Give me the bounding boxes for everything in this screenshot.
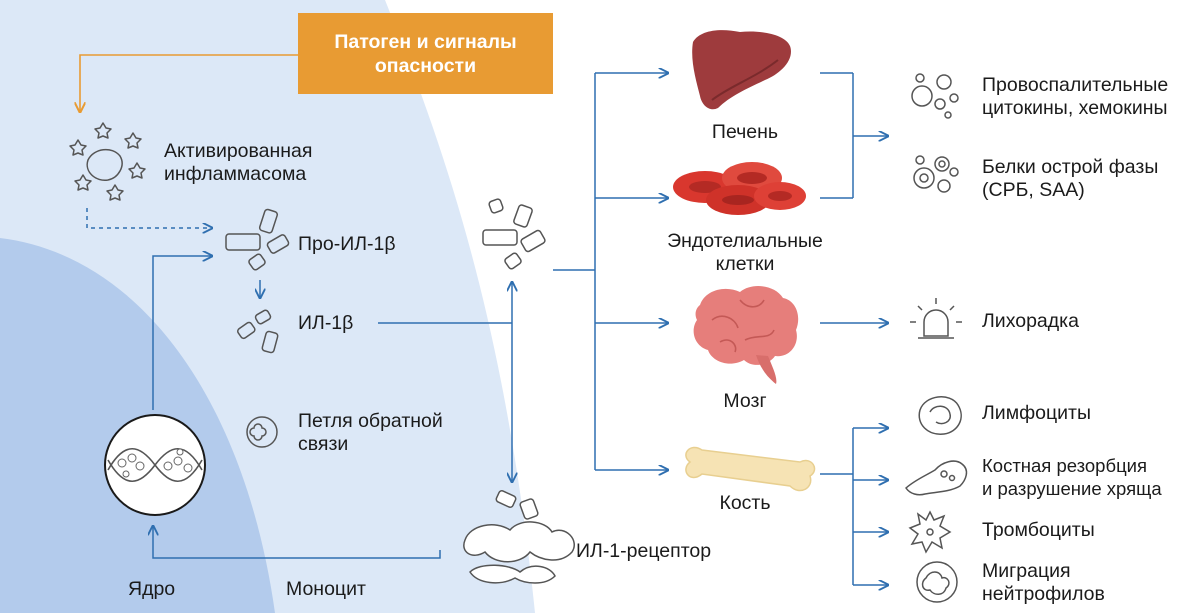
bone-resorption-label: Костная резорбция и разрушение хряща — [982, 454, 1162, 500]
fever-alarm-icon — [910, 298, 962, 339]
dashed-arrow — [86, 208, 212, 228]
feedback-label: Петля обратной связи — [298, 410, 443, 456]
neutrophil-line-1: Миграция — [982, 560, 1071, 582]
feedback-line-2: связи — [298, 433, 349, 455]
endothelial-line-2: клетки — [715, 253, 775, 275]
nucleus-to-pro-arrow — [152, 256, 212, 410]
nucleus-dna-icon — [104, 414, 206, 516]
receptor-label: ИЛ-1-рецептор — [576, 540, 712, 562]
endothelial-line-1: Эндотелиальные — [667, 230, 823, 252]
acute-phase-icon — [913, 155, 959, 193]
il1b-icon — [237, 309, 279, 354]
inflammasome-line-2: инфламмасома — [164, 163, 307, 185]
bone-icon — [685, 446, 816, 492]
pro-il1b-icon — [225, 208, 290, 271]
endothelial-rbc-icon — [673, 162, 806, 215]
cytokines-line-2: цитокины, хемокины — [982, 97, 1168, 119]
monocyte-label: Моноцит — [286, 578, 366, 600]
neutrophil-label: Миграция нейтрофилов — [982, 560, 1105, 606]
brain-icon — [693, 286, 799, 384]
osteoclast-icon — [905, 460, 968, 496]
pathogen-banner: Патоген и сигналы опасности — [298, 13, 553, 94]
fever-label: Лихорадка — [982, 310, 1079, 332]
inflammasome-line-1: Активированная — [164, 140, 313, 162]
pathogen-arrow — [80, 54, 298, 112]
brain-label: Мозг — [723, 390, 767, 412]
inflammasome-icon — [69, 122, 146, 201]
bone-resorption-line-1: Костная резорбция — [982, 455, 1148, 476]
neutrophil-line-2: нейтрофилов — [982, 583, 1105, 605]
acute-phase-line-1: Белки острой фазы — [982, 156, 1159, 178]
platelet-icon — [908, 510, 952, 554]
il1b-label: ИЛ-1β — [298, 312, 354, 334]
liver-icon — [692, 30, 791, 110]
il1-receptor-icon — [463, 489, 575, 584]
inflammasome-label: Активированная инфламмасома — [164, 140, 312, 186]
nucleus-label: Ядро — [128, 578, 176, 600]
acute-phase-label: Белки острой фазы (СРБ, SAA) — [982, 156, 1158, 202]
neutrophil-icon — [916, 561, 958, 603]
bone-label: Кость — [719, 492, 771, 514]
cytokines-label: Провоспалительные цитокины, хемокины — [982, 74, 1168, 120]
pro-il1b-label: Про-ИЛ-1β — [298, 233, 396, 255]
receptor-to-nucleus-arrow — [153, 526, 441, 559]
il1b-cluster-icon — [482, 198, 546, 270]
bone-resorption-line-2: и разрушение хряща — [982, 478, 1162, 499]
lymphocytes-label: Лимфоциты — [982, 402, 1091, 424]
acute-phase-line-2: (СРБ, SAA) — [982, 179, 1085, 201]
lymphocyte-icon — [918, 396, 962, 435]
endothelial-label: Эндотелиальные клетки — [640, 230, 850, 276]
cytokines-line-1: Провоспалительные — [982, 74, 1169, 96]
banner-line-1: Патоген и сигналы — [334, 30, 517, 53]
platelets-label: Тромбоциты — [982, 519, 1095, 541]
feedback-line-1: Петля обратной — [298, 410, 443, 432]
feedback-icon — [246, 416, 278, 448]
liver-label: Печень — [711, 121, 779, 143]
liver-lobe-line — [711, 59, 779, 101]
cytokines-icon — [911, 73, 959, 119]
banner-line-2: опасности — [374, 54, 477, 77]
